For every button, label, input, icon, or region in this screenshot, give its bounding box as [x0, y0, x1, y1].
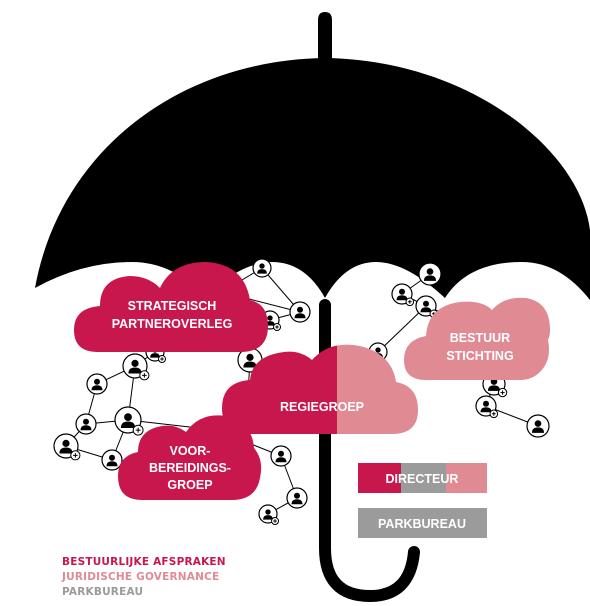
person-node-icon [252, 258, 272, 278]
person-node-icon [270, 445, 292, 467]
voorbereidingsgroep-cloud: VOOR- BEREIDINGS- GROEP [118, 415, 262, 500]
person-node-icon [475, 395, 499, 419]
strategisch-partneroverleg-cloud: STRATEGISCH PARTNEROVERLEG [74, 262, 268, 352]
parkbureau-box: PARKBUREAU [358, 508, 487, 538]
regiegroep-cloud: REGIEGROEP [222, 344, 418, 434]
person-node-icon [86, 373, 108, 395]
bestuur-stichting-cloud: BESTUUR STICHTING [404, 297, 550, 380]
cloud-shape-left [222, 345, 337, 434]
umbrella-tip [318, 12, 332, 62]
cloud-shape [74, 262, 268, 352]
directeur-segment-crimson [358, 463, 401, 493]
person-node-icon [415, 295, 439, 319]
bestuur-line-1: BESTUUR [450, 331, 510, 345]
person-node-icon [53, 433, 81, 461]
person-node-icon [114, 406, 144, 436]
regiegroep-label: REGIEGROEP [280, 400, 364, 414]
person-node-icon [418, 262, 442, 286]
parkbureau-label: PARKBUREAU [378, 517, 466, 531]
legend-item-juridische: JURIDISCHE GOVERNANCE [62, 571, 220, 583]
legend: BESTUURLIJKE AFSPRAKEN JURIDISCHE GOVERN… [62, 555, 226, 600]
person-node-icon [391, 283, 415, 307]
person-node-icon [122, 353, 150, 381]
network-link [377, 305, 427, 353]
voor-line-2: BEREIDINGS- [149, 461, 231, 475]
person-node-icon [286, 487, 308, 509]
cloud-shape [118, 415, 262, 500]
directeur-label: DIRECTEUR [386, 472, 459, 486]
parkbureau-rect [358, 508, 487, 538]
voor-line-3: GROEP [167, 478, 212, 492]
cloud-shape-right [337, 344, 418, 434]
person-node-icon [526, 414, 550, 438]
person-node-icon [101, 449, 123, 471]
bestuur-line-2: STICHTING [446, 349, 513, 363]
cloud-shape [404, 297, 550, 380]
voor-line-1: VOOR- [170, 444, 211, 458]
strategisch-line-2: PARTNEROVERLEG [112, 317, 233, 331]
legend-item-bestuurlijke: BESTUURLIJKE AFSPRAKEN [62, 556, 226, 568]
directeur-box: DIRECTEUR [358, 463, 487, 493]
directeur-segment-pink [446, 463, 487, 493]
strategisch-line-1: STRATEGISCH [128, 299, 217, 313]
person-node-icon [289, 301, 311, 323]
directeur-segment-gray [401, 463, 446, 493]
person-node-icon [75, 413, 97, 435]
umbrella [35, 12, 590, 603]
umbrella-canopy [35, 58, 590, 300]
person-node-icon [258, 504, 280, 526]
umbrella-handle [319, 299, 420, 603]
legend-item-parkbureau: PARKBUREAU [62, 586, 144, 598]
